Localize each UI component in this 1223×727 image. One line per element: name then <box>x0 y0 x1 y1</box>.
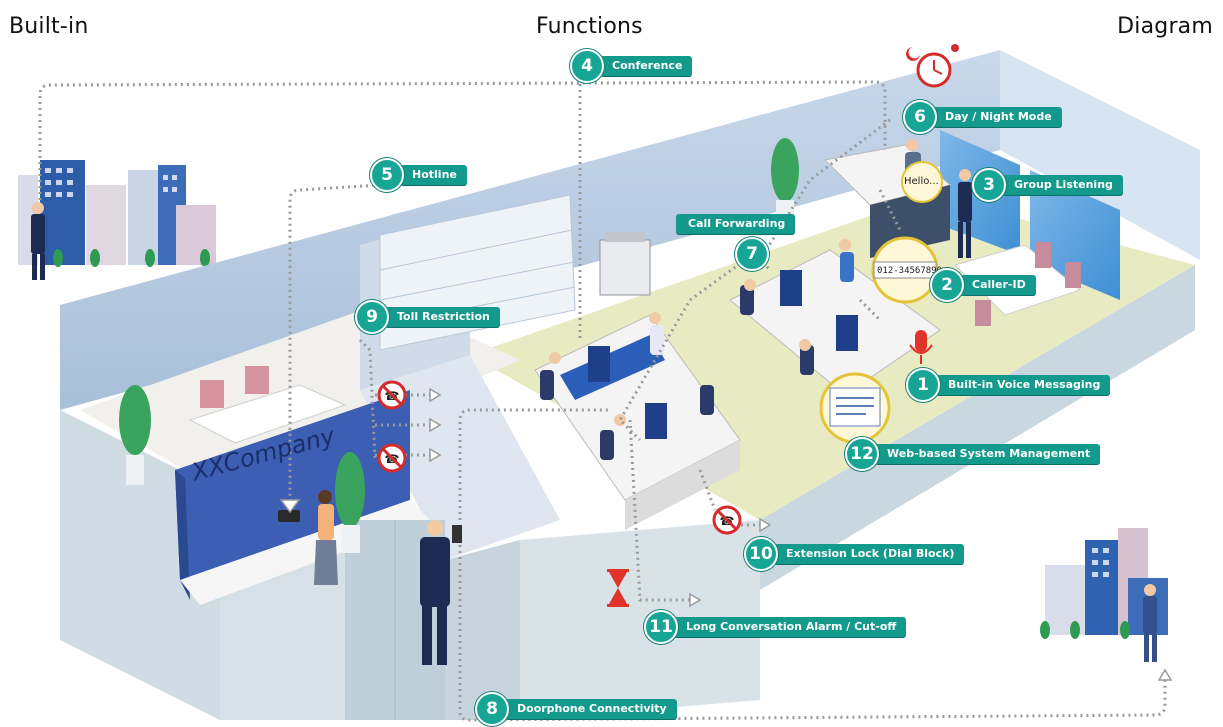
copier <box>599 232 651 296</box>
hello-text: Hello... <box>904 176 939 187</box>
title-right: Diagram <box>1117 14 1213 39</box>
callout-hotline: 5 Hotline <box>370 158 467 192</box>
arrows <box>279 387 1173 681</box>
callout-label: Toll Restriction <box>385 307 500 327</box>
callout-number: 1 <box>906 368 940 402</box>
callout-label: Conference <box>600 56 693 76</box>
callout-number: 4 <box>570 49 604 83</box>
callout-call-forwarding: Call Forwarding <box>676 214 796 234</box>
callout-number: 2 <box>930 268 964 302</box>
callout-number: 6 <box>903 100 937 134</box>
callout-call-forwarding-number: 7 <box>735 237 769 271</box>
microphone-icon <box>909 330 933 364</box>
callout-label: Doorphone Connectivity <box>505 699 677 719</box>
reception-phone-icon <box>278 510 300 522</box>
callout-voice-messaging: 1 Built-in Voice Messaging <box>906 368 1111 402</box>
callout-day-night-mode: 6 Day / Night Mode <box>903 100 1062 134</box>
callout-conference: 4 Conference <box>570 49 693 83</box>
callout-label: Extension Lock (Dial Block) <box>774 544 965 564</box>
callout-number: 10 <box>744 537 778 571</box>
callout-doorphone: 8 Doorphone Connectivity <box>475 692 677 726</box>
caller-id-magnifier <box>871 236 939 304</box>
callout-label: Call Forwarding <box>676 214 796 234</box>
callout-label: Web-based System Management <box>875 444 1101 464</box>
callout-extension-lock: 10 Extension Lock (Dial Block) <box>744 537 965 571</box>
callout-label: Day / Night Mode <box>933 107 1062 127</box>
building-left <box>18 160 216 267</box>
hello-bubble <box>901 161 943 203</box>
person-right <box>1143 584 1157 662</box>
callout-caller-id: 2 Caller-ID <box>930 268 1036 302</box>
title-center: Functions <box>536 14 643 39</box>
callout-number: 3 <box>972 168 1006 202</box>
desks <box>534 144 1082 530</box>
callout-label: Caller-ID <box>960 275 1036 295</box>
callout-number: 8 <box>475 692 509 726</box>
restriction-signs: ☎ ☎ ☎ <box>377 380 742 535</box>
person-left <box>31 202 45 280</box>
callout-number: 12 <box>845 437 879 471</box>
callout-web-management: 12 Web-based System Management <box>845 437 1101 471</box>
callout-number: 7 <box>735 237 769 271</box>
office-people <box>314 139 972 665</box>
callout-label: Group Listening <box>1002 175 1123 195</box>
web-management-magnifier <box>819 372 891 444</box>
callout-label: Built-in Voice Messaging <box>936 375 1111 395</box>
caller-id-number: 012-34567890 <box>877 266 943 276</box>
plants <box>119 138 799 553</box>
callout-number: 9 <box>355 300 389 334</box>
title-left: Built-in <box>9 14 89 39</box>
alarm-clock-icon <box>906 44 959 88</box>
callout-label: Long Conversation Alarm / Cut-off <box>674 617 907 637</box>
callout-group-listening: 3 Group Listening <box>972 168 1123 202</box>
callout-number: 11 <box>644 610 678 644</box>
callout-label: Hotline <box>400 165 467 185</box>
callout-long-conversation-alarm: 11 Long Conversation Alarm / Cut-off <box>644 610 907 644</box>
callout-number: 5 <box>370 158 404 192</box>
connection-paths <box>38 72 1167 722</box>
callout-toll-restriction: 9 Toll Restriction <box>355 300 500 334</box>
hourglass-icon <box>607 569 629 607</box>
